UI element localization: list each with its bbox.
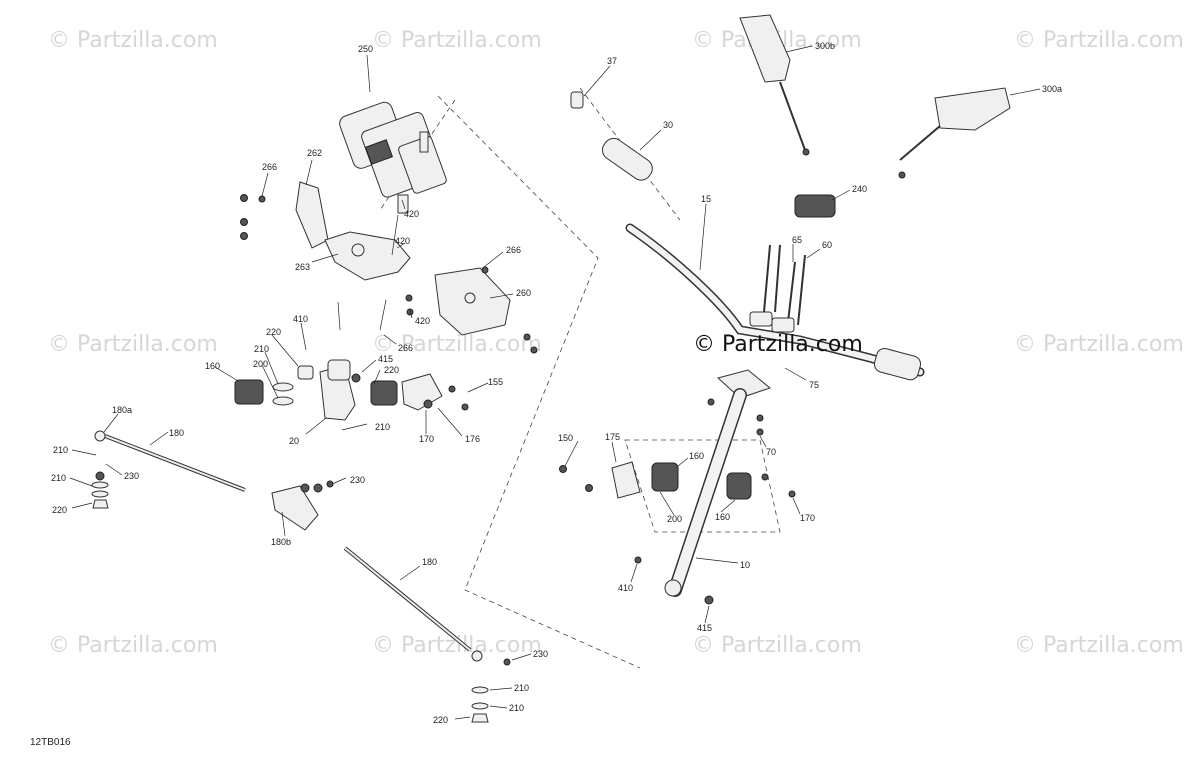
callout-160[interactable]: 160 bbox=[715, 512, 730, 522]
mirror-300b bbox=[739, 14, 810, 156]
callout-410[interactable]: 410 bbox=[618, 583, 633, 593]
bracket-260 bbox=[434, 267, 511, 336]
callout-240[interactable]: 240 bbox=[852, 184, 867, 194]
center-watermark: © Partzilla.com bbox=[693, 332, 863, 357]
callout-10[interactable]: 10 bbox=[740, 560, 750, 570]
callout-266[interactable]: 266 bbox=[262, 162, 277, 172]
watermark: © Partzilla.com bbox=[48, 633, 218, 658]
watermark: © Partzilla.com bbox=[1014, 332, 1184, 357]
bushing-160-left bbox=[234, 379, 264, 405]
callout-210[interactable]: 210 bbox=[514, 683, 529, 693]
callout-180b[interactable]: 180b bbox=[271, 537, 291, 547]
callout-30[interactable]: 30 bbox=[663, 120, 673, 130]
handlebar-15 bbox=[625, 223, 925, 381]
tie-rod-lower bbox=[343, 546, 511, 723]
callout-170[interactable]: 170 bbox=[419, 434, 434, 444]
callout-210[interactable]: 210 bbox=[375, 422, 390, 432]
callout-15[interactable]: 15 bbox=[701, 194, 711, 204]
callout-210[interactable]: 210 bbox=[53, 445, 68, 455]
callout-180[interactable]: 180 bbox=[422, 557, 437, 567]
callout-160[interactable]: 160 bbox=[689, 451, 704, 461]
callout-415[interactable]: 415 bbox=[378, 354, 393, 364]
callout-75[interactable]: 75 bbox=[809, 380, 819, 390]
watermark: © Partzilla.com bbox=[1014, 633, 1184, 658]
bracket-262 bbox=[295, 181, 329, 249]
column-top-clamp-75 bbox=[707, 369, 772, 436]
callout-220[interactable]: 220 bbox=[384, 365, 399, 375]
callout-176[interactable]: 176 bbox=[465, 434, 480, 444]
callout-180[interactable]: 180 bbox=[169, 428, 184, 438]
part-callouts: 250 266 262 263 420 420 266 260 420 266 … bbox=[51, 41, 1062, 725]
power-steering-unit bbox=[339, 101, 447, 214]
callout-170[interactable]: 170 bbox=[800, 513, 815, 523]
callout-260[interactable]: 260 bbox=[516, 288, 531, 298]
callout-300a[interactable]: 300a bbox=[1042, 84, 1062, 94]
grip-30 bbox=[602, 137, 653, 181]
watermark: © Partzilla.com bbox=[372, 28, 542, 53]
tie-rod-hub-180b bbox=[271, 480, 334, 531]
tie-rod-upper bbox=[91, 430, 246, 509]
callout-175[interactable]: 175 bbox=[605, 432, 620, 442]
callout-210[interactable]: 210 bbox=[254, 344, 269, 354]
leader-lines bbox=[69, 45, 1041, 720]
bushing-220-210 bbox=[272, 365, 314, 406]
callout-200[interactable]: 200 bbox=[667, 514, 682, 524]
callout-65[interactable]: 65 bbox=[792, 235, 802, 245]
callout-263[interactable]: 263 bbox=[295, 262, 310, 272]
callout-266[interactable]: 266 bbox=[398, 343, 413, 353]
mirror-300a bbox=[898, 87, 1011, 179]
callout-155[interactable]: 155 bbox=[488, 377, 503, 387]
bolts-left bbox=[240, 194, 538, 354]
callout-37[interactable]: 37 bbox=[607, 56, 617, 66]
callout-70[interactable]: 70 bbox=[766, 447, 776, 457]
callout-60[interactable]: 60 bbox=[822, 240, 832, 250]
column-bushings bbox=[559, 461, 796, 500]
callout-150[interactable]: 150 bbox=[558, 433, 573, 443]
callout-415[interactable]: 415 bbox=[697, 623, 712, 633]
end-plug-37 bbox=[570, 91, 584, 109]
callout-420[interactable]: 420 bbox=[395, 236, 410, 246]
callout-160[interactable]: 160 bbox=[205, 361, 220, 371]
diagram-code: 12TB016 bbox=[30, 737, 71, 748]
callout-200[interactable]: 200 bbox=[253, 359, 268, 369]
handlebar-clamp-bolts bbox=[749, 244, 806, 333]
callout-210[interactable]: 210 bbox=[51, 473, 66, 483]
watermark: © Partzilla.com bbox=[692, 633, 862, 658]
callout-230[interactable]: 230 bbox=[533, 649, 548, 659]
column-clamp-20 bbox=[319, 359, 361, 421]
callout-230[interactable]: 230 bbox=[124, 471, 139, 481]
callout-210[interactable]: 210 bbox=[509, 703, 524, 713]
callout-220[interactable]: 220 bbox=[266, 327, 281, 337]
callout-410[interactable]: 410 bbox=[293, 314, 308, 324]
switch-240 bbox=[794, 194, 836, 218]
watermark: © Partzilla.com bbox=[48, 332, 218, 357]
callout-250[interactable]: 250 bbox=[358, 44, 373, 54]
callout-262[interactable]: 262 bbox=[307, 148, 322, 158]
callout-180a[interactable]: 180a bbox=[112, 405, 132, 415]
callout-20[interactable]: 20 bbox=[289, 436, 299, 446]
watermark: © Partzilla.com bbox=[1014, 28, 1184, 53]
steering-column-10 bbox=[634, 388, 747, 605]
callout-420[interactable]: 420 bbox=[404, 209, 419, 219]
callout-220[interactable]: 220 bbox=[433, 715, 448, 725]
watermark: © Partzilla.com bbox=[48, 28, 218, 53]
callout-230[interactable]: 230 bbox=[350, 475, 365, 485]
callout-300b[interactable]: 300b bbox=[815, 41, 835, 51]
bracket-263 bbox=[324, 231, 411, 281]
callout-420[interactable]: 420 bbox=[415, 316, 430, 326]
bearing-block-right bbox=[370, 373, 469, 411]
callout-220[interactable]: 220 bbox=[52, 505, 67, 515]
watermark: © Partzilla.com bbox=[372, 332, 542, 357]
callout-266[interactable]: 266 bbox=[506, 245, 521, 255]
